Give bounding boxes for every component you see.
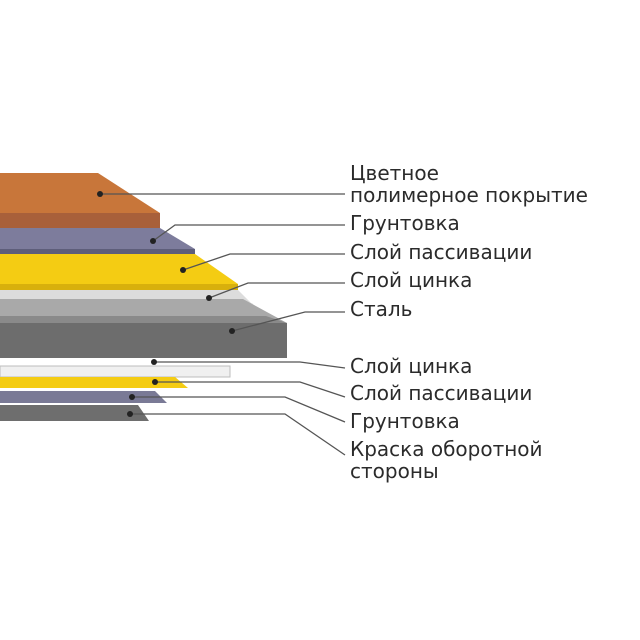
label-primer-bottom: Грунтовка (350, 409, 460, 433)
leader-dot-polymer-coating (97, 191, 103, 197)
leader-dot-primer-bottom (129, 394, 135, 400)
layer-polymer-coating-edge (0, 213, 160, 228)
label-steel: Сталь (350, 297, 413, 321)
leader-line-primer-bottom (132, 396, 346, 423)
layer-backside-paint (0, 405, 149, 421)
leader-dot-zinc-bottom (151, 359, 157, 365)
layer-primer-top-edge (0, 249, 195, 254)
leader-dot-passivation-top (180, 267, 186, 273)
label-backside-paint-line1: Краска оборотной (350, 437, 543, 461)
leader-dot-backside-paint (127, 411, 133, 417)
label-colored-polymer-coating-line1: Цветное (350, 161, 439, 185)
label-backside-paint-line2: стороны (350, 459, 439, 483)
label-colored-polymer-coating-line2: полимерное покрытие (350, 183, 588, 207)
label-passivation-bottom: Слой пассивации (350, 381, 533, 405)
layer-primer-bottom (0, 391, 167, 403)
layer-steel-front (0, 316, 287, 323)
leader-dot-passivation-bottom (152, 379, 158, 385)
leader-line-passivation-bottom (155, 381, 346, 398)
label-colored-polymer-coating: Цветное полимерное покрытие (350, 162, 588, 206)
layer-polymer-coating (0, 173, 160, 213)
layer-passivation-top (0, 254, 238, 284)
label-zinc-bottom: Слой цинка (350, 354, 473, 378)
leader-dot-zinc-top (206, 295, 212, 301)
leader-line-zinc-bottom (154, 361, 346, 369)
leader-dot-primer-top (150, 238, 156, 244)
layer-passivation-bottom (0, 377, 188, 388)
layer-zinc-bottom (0, 365, 231, 378)
leader-dot-steel (229, 328, 235, 334)
leader-line-backside-paint (130, 413, 346, 456)
leader-line-steel (231, 311, 345, 332)
label-primer-top: Грунтовка (350, 211, 460, 235)
label-passivation-top: Слой пассивации (350, 240, 533, 264)
leader-line-passivation-top (182, 253, 345, 271)
layer-passivation-top-edge (0, 284, 238, 290)
leader-line-primer-top (152, 224, 345, 242)
leader-line-zinc-top (208, 282, 345, 299)
label-backside-paint: Краска оборотной стороны (350, 438, 543, 482)
layer-primer-top (0, 228, 195, 249)
layer-steel (0, 323, 287, 358)
label-zinc-top: Слой цинка (350, 268, 473, 292)
